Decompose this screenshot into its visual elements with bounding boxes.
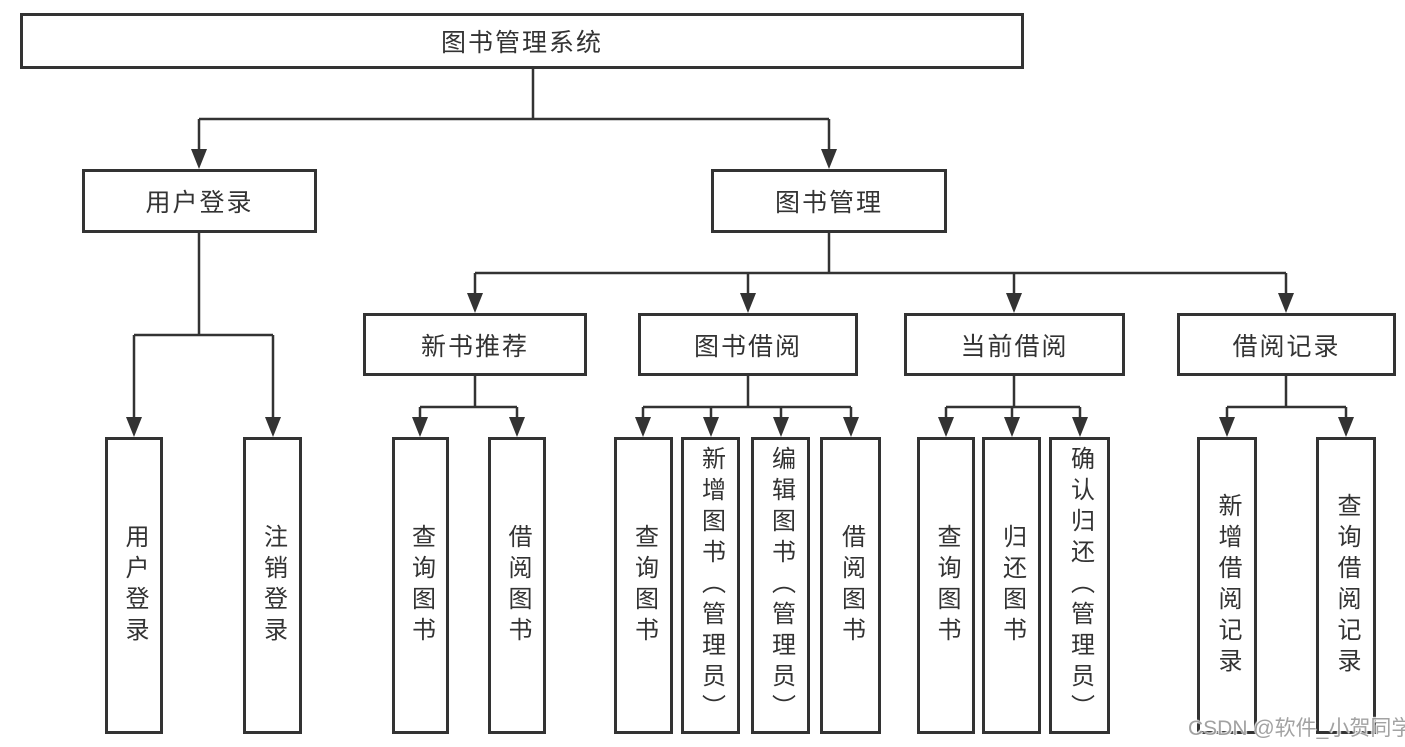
node-new-book-recommend-label: 新书推荐 <box>420 332 529 361</box>
node-root: 图书管理系统 <box>20 13 1024 69</box>
leaf-borrow-book-2-label: 借阅图书 <box>837 523 865 648</box>
leaf-add-book-admin-label: 新增图书（管理员） <box>697 446 725 725</box>
leaf-query-book-1-label: 查询图书 <box>407 523 435 648</box>
leaf-confirm-return-admin: 确认归还（管理员） <box>1049 437 1110 734</box>
node-user-login-label: 用户登录 <box>145 189 254 217</box>
node-root-label: 图书管理系统 <box>440 29 603 57</box>
leaf-query-book-2: 查询图书 <box>614 437 673 734</box>
leaf-query-book-1: 查询图书 <box>392 437 449 734</box>
leaf-borrow-book-2: 借阅图书 <box>820 437 881 734</box>
node-borrow-record-label: 借阅记录 <box>1232 332 1341 361</box>
leaf-edit-book-admin: 编辑图书（管理员） <box>751 437 810 734</box>
leaf-return-book-label: 归还图书 <box>998 523 1026 648</box>
leaf-add-borrow-record-label: 新增借阅记录 <box>1214 492 1241 679</box>
leaf-confirm-return-admin-label: 确认归还（管理员） <box>1066 446 1094 725</box>
node-user-login: 用户登录 <box>82 169 317 233</box>
leaf-logout: 注销登录 <box>243 437 302 734</box>
node-current-borrow: 当前借阅 <box>904 313 1125 376</box>
leaf-user-login-label: 用户登录 <box>121 523 148 648</box>
leaf-return-book: 归还图书 <box>982 437 1041 734</box>
leaf-query-book-3: 查询图书 <box>917 437 975 734</box>
node-book-management-label: 图书管理 <box>774 189 883 217</box>
leaf-query-book-2-label: 查询图书 <box>630 523 658 648</box>
leaf-logout-label: 注销登录 <box>259 523 287 648</box>
leaf-query-book-3-label: 查询图书 <box>933 523 960 648</box>
node-book-borrow: 图书借阅 <box>638 313 858 376</box>
leaf-query-borrow-record-label: 查询借阅记录 <box>1333 492 1360 679</box>
node-book-borrow-label: 图书借阅 <box>693 332 802 361</box>
leaf-user-login: 用户登录 <box>105 437 163 734</box>
leaf-query-borrow-record: 查询借阅记录 <box>1316 437 1376 734</box>
node-borrow-record: 借阅记录 <box>1177 313 1396 376</box>
node-new-book-recommend: 新书推荐 <box>363 313 587 376</box>
leaf-add-book-admin: 新增图书（管理员） <box>681 437 740 734</box>
csdn-watermark: CSDN @软件_小贺同学 <box>1188 717 1405 740</box>
node-current-borrow-label: 当前借阅 <box>960 332 1069 361</box>
leaf-borrow-book-1-label: 借阅图书 <box>504 523 531 648</box>
leaf-add-borrow-record: 新增借阅记录 <box>1197 437 1257 734</box>
leaf-edit-book-admin-label: 编辑图书（管理员） <box>767 446 795 725</box>
node-book-management: 图书管理 <box>711 169 947 233</box>
leaf-borrow-book-1: 借阅图书 <box>488 437 546 734</box>
